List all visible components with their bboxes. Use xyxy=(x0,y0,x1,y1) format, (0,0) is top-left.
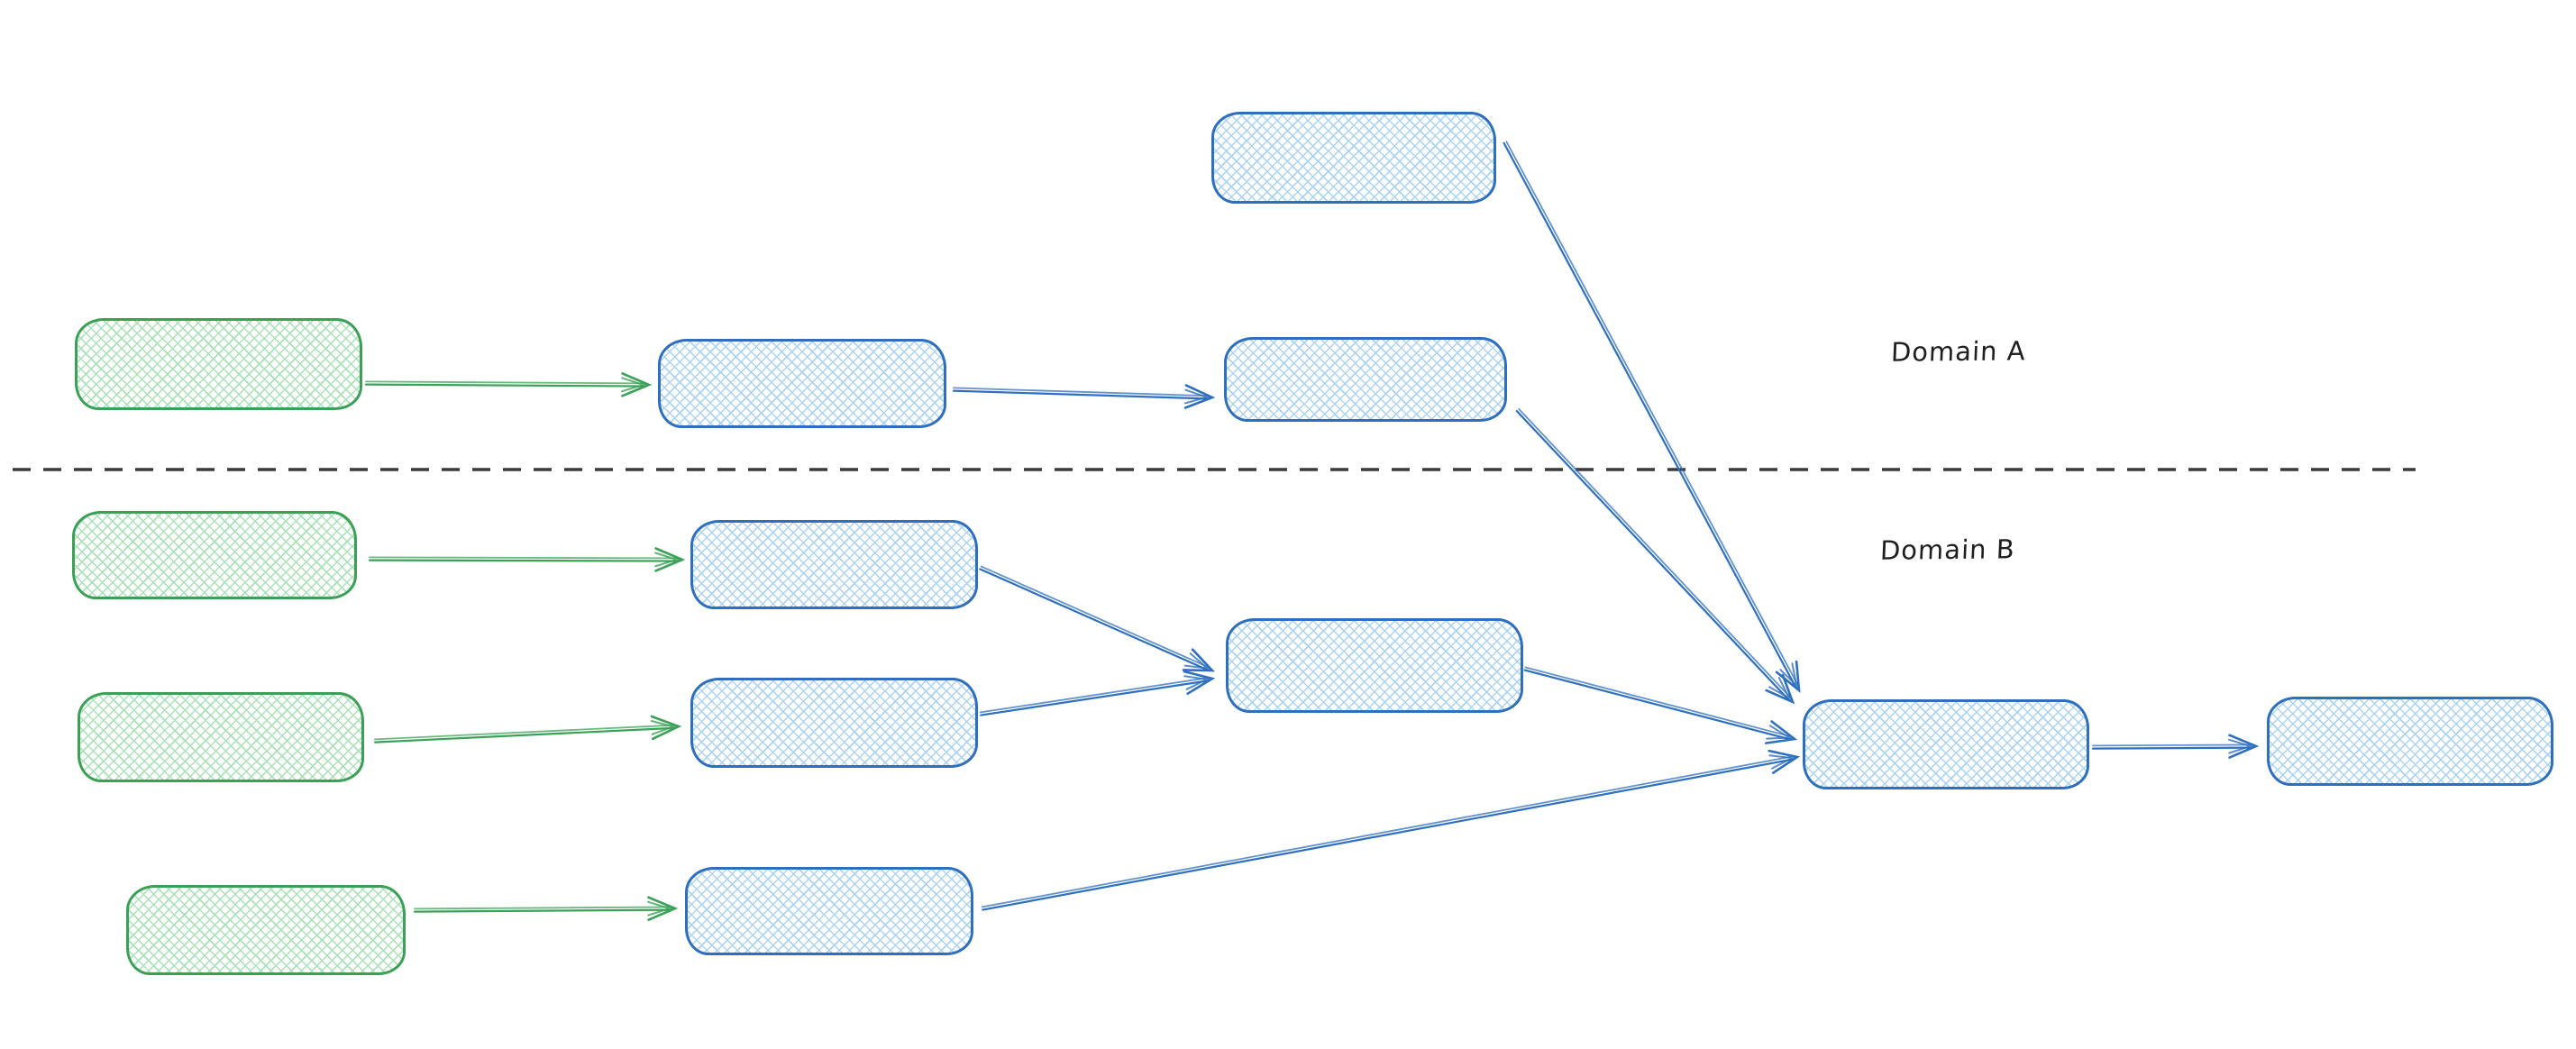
blue-box-a-1 xyxy=(658,339,946,428)
blue-box-b-merge xyxy=(1226,618,1523,713)
arrow-a2-merge xyxy=(1515,408,1795,705)
arrow-a1-a2 xyxy=(952,384,1216,409)
domain-b-label: Domain B xyxy=(1879,534,2016,566)
blue-box-top xyxy=(1211,112,1496,204)
domain-a-label: Domain A xyxy=(1890,335,2027,368)
arrow-b3-merge xyxy=(981,749,1801,911)
arrow-b1-bmerge xyxy=(979,565,1216,672)
blue-box-b-2 xyxy=(690,678,978,768)
green-box-a xyxy=(75,318,362,410)
arrow-green-b3 xyxy=(413,896,679,922)
blue-box-b-1 xyxy=(690,520,978,609)
arrow-top-merge xyxy=(1503,141,1801,693)
arrow-green-b1 xyxy=(368,547,686,572)
blue-box-a-2 xyxy=(1224,337,1507,422)
blue-box-b-3 xyxy=(685,867,973,955)
arrow-green-b2 xyxy=(373,715,682,743)
arrow-bmerge-merge xyxy=(1523,666,1798,744)
arrow-green-a xyxy=(364,372,653,397)
green-box-b-1 xyxy=(72,511,357,599)
green-box-b-3 xyxy=(126,885,406,975)
blue-box-merge xyxy=(1803,699,2089,789)
blue-box-final xyxy=(2267,697,2553,786)
arrow-b2-bmerge xyxy=(979,670,1216,716)
green-box-b-2 xyxy=(78,692,364,782)
arrow-merge-final xyxy=(2091,734,2260,759)
